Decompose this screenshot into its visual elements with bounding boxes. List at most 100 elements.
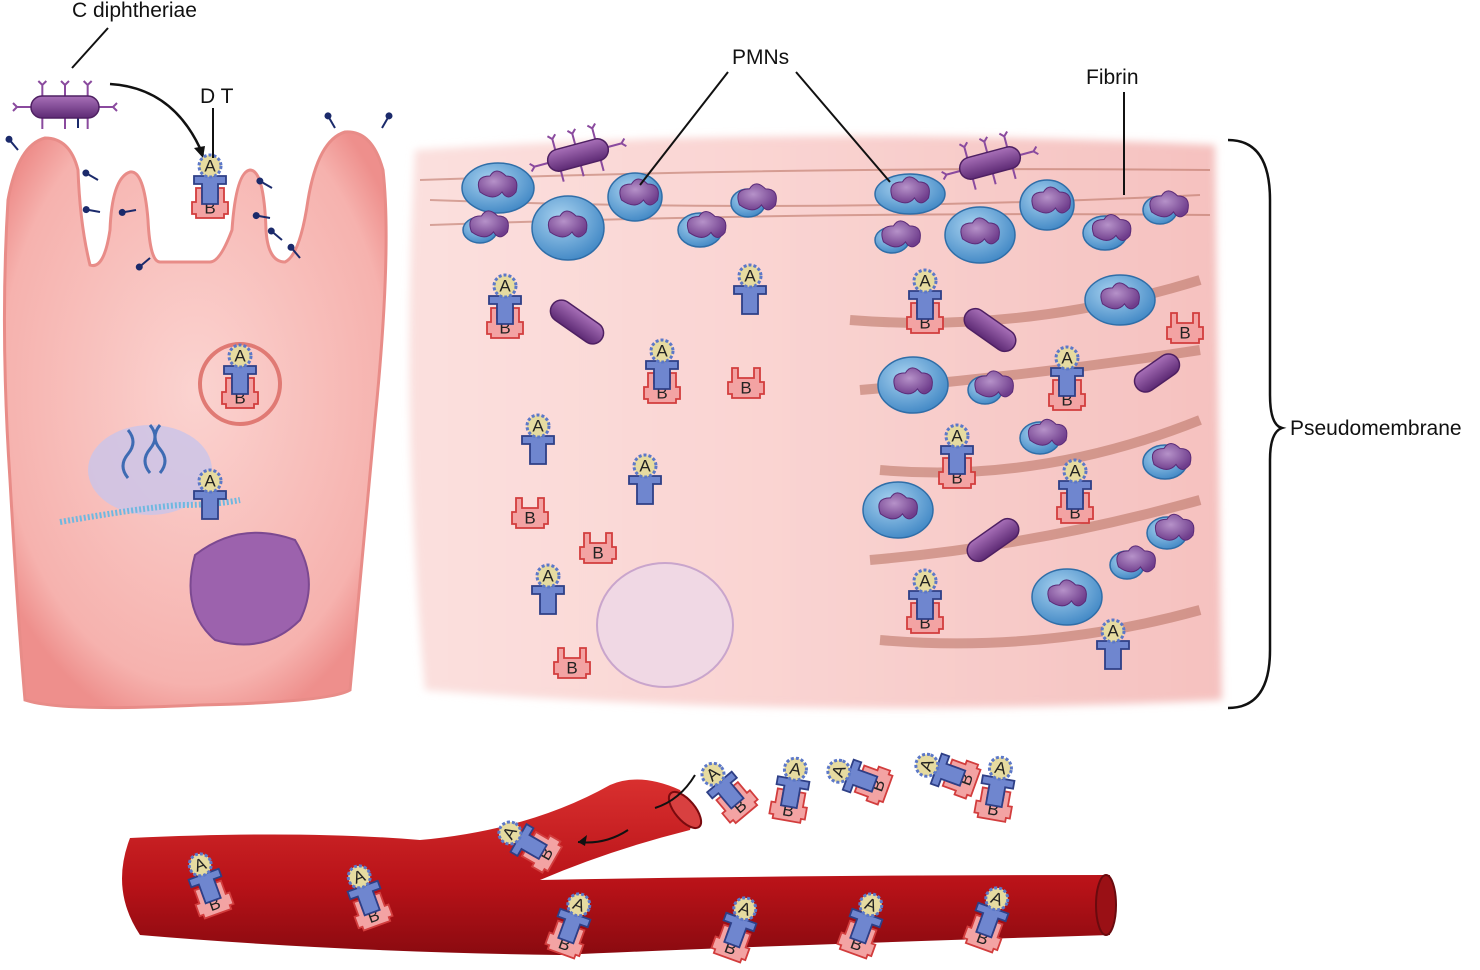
diphtheria-toxin: BA	[938, 423, 976, 489]
receptor-icon	[135, 257, 151, 271]
pmn-cell	[1019, 179, 1075, 231]
diphtheria-toxin: BA	[906, 268, 944, 334]
diphtheria-toxin: BA	[768, 756, 811, 824]
annotations: C diphtheriae D T PMNs Fibrin Pseudomemb…	[71, 0, 1462, 710]
pmn-cell	[862, 481, 934, 539]
diphtheria-toxin: BA	[700, 761, 759, 825]
fibrin-strand	[419, 168, 1211, 181]
label-c-diphtheriae: C diphtheriae	[72, 0, 197, 22]
diphtheria-toxins: BABABABABABABABABAAAAAAABBBBBBABABABABAB…	[187, 153, 1204, 964]
pmn-cell	[1019, 418, 1068, 455]
toxin-a-subunit: A	[521, 413, 555, 465]
a-subunit-label: A	[234, 347, 246, 366]
receptor-icon	[287, 243, 301, 259]
pmn-cell	[462, 210, 509, 244]
bacterium-rod	[963, 307, 1017, 353]
b-subunit-label: B	[740, 379, 751, 398]
label-pmns: PMNs	[732, 46, 789, 69]
diphtheria-toxin: BA	[187, 852, 235, 920]
pmn-cells	[461, 162, 1195, 626]
a-subunit-label: A	[204, 472, 216, 491]
label-dt: D T	[200, 85, 234, 108]
a-subunit-label: A	[744, 267, 756, 286]
pmn-cell	[531, 195, 605, 261]
receptor-icon	[256, 177, 273, 189]
diphtheria-toxin: BA	[1056, 458, 1094, 524]
a-subunit-label: A	[919, 272, 931, 291]
diphtheria-toxin: BA	[914, 752, 982, 800]
b-subunit-label: B	[592, 544, 603, 563]
a-subunit-label: A	[1069, 462, 1081, 481]
a-subunit-label: A	[639, 457, 651, 476]
bacteria	[12, 80, 1181, 563]
fibrin-strand	[869, 495, 1202, 565]
ribosome	[59, 424, 241, 525]
toxin-a-subunit: A	[733, 263, 767, 315]
diphtheria-toxin: BA	[221, 343, 259, 409]
receptor-icon	[118, 208, 137, 216]
a-subunit-label: A	[532, 417, 544, 436]
bacterium-rod	[529, 123, 627, 182]
pmn-cell	[967, 370, 1014, 405]
pmn-cell	[1084, 274, 1156, 326]
pmn-cell	[730, 183, 777, 218]
fibrin-strand	[879, 605, 1202, 649]
receptor-icon	[82, 169, 99, 181]
nucleus	[189, 531, 310, 646]
receptor-icon	[5, 135, 19, 151]
diphtheria-toxin: BA	[826, 758, 894, 806]
b-subunit-label: B	[656, 384, 667, 403]
cell-receptors	[5, 110, 393, 271]
b-subunit-label: B	[234, 389, 245, 408]
label-fibrin: Fibrin	[1086, 66, 1139, 89]
a-subunit-label: A	[951, 427, 963, 446]
receptor-icon	[324, 112, 336, 129]
receptor-icon	[267, 227, 283, 241]
a-subunit-label: A	[542, 567, 554, 586]
a-subunit-label: A	[204, 157, 216, 176]
diphtheria-toxin: BA	[643, 338, 681, 404]
transfer-arrow	[109, 82, 205, 156]
receptor-icon	[82, 206, 101, 214]
epithelial-cell	[2, 110, 393, 710]
fibrin-strand	[879, 415, 1202, 478]
label-pseudomembrane: Pseudomembrane	[1290, 417, 1462, 440]
pmn-cell	[1109, 545, 1156, 580]
b-subunit-label: B	[204, 199, 215, 218]
bacterium-rod	[549, 299, 605, 345]
diphtheria-toxin: BA	[973, 755, 1016, 823]
pseudomembrane-tissue	[409, 136, 1222, 709]
a-subunit-label: A	[1107, 622, 1119, 641]
bacterium-rod	[12, 80, 118, 129]
b-subunit-label: B	[919, 314, 930, 333]
a-subunit-label: A	[919, 572, 931, 591]
pmn-cell	[944, 206, 1016, 264]
b-subunit-label: B	[499, 319, 510, 338]
bacterium-rod	[966, 517, 1020, 563]
toxin-b-subunit: B	[727, 367, 765, 399]
diphtheria-toxin: BA	[906, 568, 944, 634]
a-subunit-label: A	[1061, 349, 1073, 368]
b-subunit-label: B	[566, 659, 577, 678]
a-subunit-label: A	[788, 759, 803, 780]
pmn-cell	[1142, 442, 1192, 480]
diphtheria-toxin: BA	[544, 892, 592, 960]
toxin-a-subunit: A	[1096, 618, 1130, 670]
bacterium-rod	[941, 131, 1039, 190]
toxin-b-subunit: B	[511, 497, 549, 529]
toxin-a-subunit: A	[531, 563, 565, 615]
pmn-cell	[1146, 513, 1195, 550]
toxin-b-subunit: B	[579, 532, 617, 564]
receptor-icon	[381, 112, 393, 129]
pmn-cell	[1142, 190, 1189, 225]
diphtheria-toxin: BA	[836, 892, 884, 960]
degenerating-cell	[596, 562, 734, 688]
pseudomembrane-bracket	[1227, 138, 1287, 710]
bacterium-rod	[1133, 353, 1181, 393]
toxin-a-subunit: A	[628, 453, 662, 505]
receptor-icon	[252, 212, 271, 220]
diphtheria-toxin: BA	[962, 886, 1010, 954]
pmn-cell	[877, 356, 949, 414]
diphtheria-toxin: BA	[710, 896, 758, 964]
